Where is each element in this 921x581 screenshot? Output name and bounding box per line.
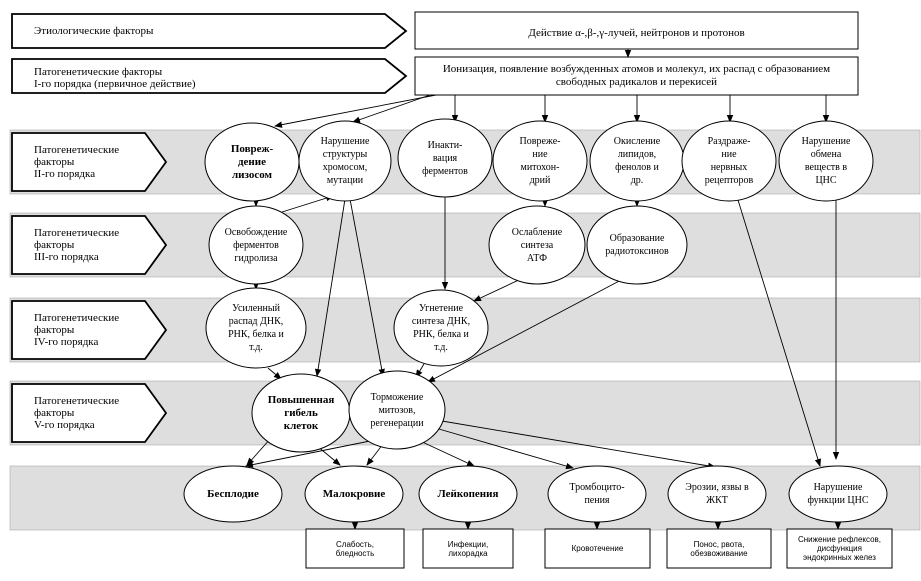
outcome-bleeding: Кровотечение: [571, 544, 624, 553]
row-arrow-order-4: [11, 300, 168, 360]
node-mitochondria-damage: Повреже- ние митохон- дрий: [519, 136, 561, 186]
node-thrombocytopenia: Тромбоцито- пения: [569, 482, 625, 506]
node-gi-erosions: Эрозии, язвы в ЖКТ: [685, 482, 749, 506]
row-arrow-etiology: [11, 13, 408, 49]
outcome-diarrhea-vomiting: Понос, рвота, обезвоживание: [690, 539, 748, 558]
edge-q2-r3: [417, 439, 475, 467]
node-shape-n4: [492, 120, 588, 202]
edge-m1-n2: [281, 195, 334, 213]
etiology-box-frame: [414, 11, 859, 50]
edges: [245, 49, 842, 530]
node-shape-m3: [586, 205, 688, 285]
primary-box: Ионизация, появление возбужденных атомов…: [442, 63, 831, 88]
node-shape-p1: [205, 287, 307, 369]
node-shape-p2: [393, 289, 489, 367]
outcome-frame-o2: [422, 528, 514, 569]
edge-q2-r4: [431, 426, 574, 470]
node-atp-weakening: Ослабление синтеза АТФ: [511, 226, 563, 264]
row-arrow-order-2: [11, 132, 168, 192]
edge-n6-r6: [737, 199, 821, 467]
outcome-frame-o5: [786, 528, 893, 569]
node-infertility: Бесплодие: [207, 487, 259, 500]
edge-primary-n2: [352, 94, 431, 123]
node-shapes: [183, 118, 888, 523]
edge-p1-q1: [267, 367, 282, 380]
outcome-frame-o4: [666, 528, 772, 569]
node-shape-r5: [667, 465, 767, 523]
edge-q2-r1: [245, 440, 371, 468]
outcome-infections-fever: Инфекции, лихорадка: [447, 539, 489, 558]
primary-box-frame: [414, 56, 859, 96]
node-cns-metabolism: Нарушение обмена веществ в ЦНС: [801, 136, 851, 186]
row-label-arrows: [11, 13, 408, 443]
row-label-order-5: Патогенетические факторы V-го порядка: [34, 395, 120, 431]
node-mitosis-inhibition: Торможение митозов, регенерации: [370, 391, 424, 429]
outcome-frame-o1: [305, 528, 405, 569]
node-lysosome-damage: Повреж- дение лизосом: [230, 142, 274, 181]
row-label-order-3: Патогенетические факторы III-го порядка: [34, 227, 120, 263]
node-shape-r3: [418, 465, 518, 523]
node-shape-n3: [397, 118, 493, 198]
node-shape-r2: [304, 465, 404, 523]
edge-m3-q2: [427, 278, 624, 383]
row-arrow-order-1: [11, 58, 408, 94]
node-chromosome-mutations: Нарушение структуры хромосом, мутации: [320, 136, 370, 186]
node-shape-r6: [788, 465, 888, 523]
etiology-box: Действие α-,β-,γ-лучей, нейтронов и прот…: [528, 27, 745, 39]
node-dna-synthesis-suppression: Угнетение синтеза ДНК, РНК, белка и т.д.: [411, 303, 471, 353]
row-label-etiology: Этиологические факторы: [34, 25, 154, 37]
edge-n2-q2: [349, 198, 385, 377]
edge-m2-p2: [473, 277, 524, 302]
node-dna-breakdown: Усиленный распад ДНК, РНК, белка и т.д.: [228, 303, 284, 353]
outcome-reflex-reduction: Снижение рефлексов, дисфункция эндокринн…: [797, 535, 882, 562]
node-receptor-irritation: Раздраже- ние нервных рецепторов: [704, 136, 754, 186]
edge-primary-n1: [274, 94, 437, 128]
row-arrow-order-5: [11, 383, 168, 443]
row-arrow-order-3: [11, 215, 168, 275]
node-shape-m2: [488, 205, 586, 285]
node-enzyme-inactivation: Инакти- вация ферментов: [422, 139, 468, 177]
node-shape-q2: [348, 370, 446, 450]
node-lipid-oxidation: Окисление липидов, фенолов и др.: [613, 136, 661, 186]
edge-q2-r5: [435, 419, 716, 469]
node-shape-r1: [183, 465, 283, 523]
node-shape-r4: [547, 465, 647, 523]
edge-n2-q1: [314, 198, 346, 377]
node-leukopenia: Лейкопения: [437, 487, 499, 500]
node-shape-m1: [208, 205, 304, 285]
outcome-frames: [305, 528, 893, 569]
node-cns-dysfunction: Нарушение функции ЦНС: [807, 482, 869, 506]
outcome-weakness-pallor: Слабость, бледность: [335, 539, 375, 558]
node-shape-n2: [298, 120, 392, 202]
outcome-frame-o3: [544, 528, 651, 569]
edge-q1-r1: [246, 437, 272, 466]
node-anemia: Малокровие: [322, 487, 386, 500]
node-cell-death: Повышенная гибель клеток: [267, 393, 335, 432]
node-shape-n6: [681, 120, 777, 202]
row-label-order-1: Патогенетические факторы I-го порядка (п…: [34, 66, 196, 90]
node-radiotoxins: Образование радиотоксинов: [605, 233, 669, 257]
node-enzyme-release: Освобождение ферментов гидролиза: [224, 226, 288, 264]
row-label-order-2: Патогенетические факторы II-го порядка: [34, 144, 120, 180]
node-shape-n7: [778, 120, 874, 202]
row-label-order-4: Патогенетические факторы IV-го порядка: [34, 312, 120, 348]
edge-q2-r2: [366, 443, 384, 466]
